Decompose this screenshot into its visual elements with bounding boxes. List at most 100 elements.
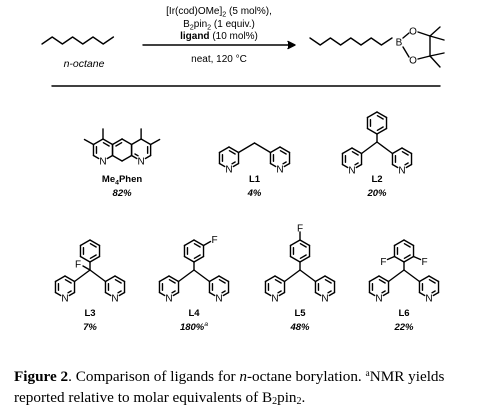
- ring-bond: [274, 275, 286, 283]
- ring-double-bond: [114, 278, 122, 284]
- ring-bond: [428, 275, 440, 283]
- ring-bond: [314, 275, 326, 283]
- fluorine-atom: F: [380, 257, 386, 268]
- ring-bond: [121, 154, 133, 162]
- ring-double-bond: [89, 254, 97, 260]
- ring-bond: [193, 239, 205, 247]
- ring-bond: [376, 127, 388, 135]
- ring-bond: [328, 291, 336, 297]
- nitrogen-atom: N: [271, 294, 278, 305]
- ring-double-bond: [221, 290, 226, 294]
- ring-bond: [418, 291, 426, 297]
- bond: [177, 269, 195, 283]
- c-f-bond: [412, 255, 422, 261]
- ring-bond: [218, 275, 230, 283]
- ring-bond: [391, 147, 403, 155]
- methyl-bond: [429, 26, 441, 37]
- ring-bond: [366, 127, 378, 135]
- l5-phenyl: [289, 239, 311, 263]
- ring-bond: [283, 162, 291, 168]
- reagent-line-3: ligand (10 mol%): [180, 31, 258, 42]
- nitrogen-atom: N: [398, 166, 405, 177]
- ligand-name-l5: L5: [294, 308, 306, 319]
- ligand-name-l4: L4: [188, 308, 200, 319]
- ring-bond: [432, 291, 440, 297]
- ligand-name-l2: L2: [371, 174, 382, 185]
- caption-label: Figure 2: [14, 368, 69, 385]
- bond: [387, 269, 405, 283]
- ring-double-bond: [299, 254, 307, 260]
- l3-phenyl: [79, 239, 101, 263]
- ring-double-bond: [274, 278, 282, 284]
- methyl-bond: [429, 55, 441, 68]
- ring-double-bond: [376, 114, 384, 120]
- ring-bond: [89, 239, 101, 247]
- ring-double-bond: [67, 290, 72, 294]
- ring-bond: [403, 239, 415, 247]
- ring-double-bond: [351, 150, 359, 156]
- ring-bond: [232, 162, 240, 168]
- ring-bond: [193, 255, 205, 263]
- nitrogen-atom: N: [111, 294, 118, 305]
- ring-bond: [366, 111, 378, 119]
- ring-bond: [228, 146, 240, 154]
- ring-bond: [289, 255, 301, 263]
- figure-caption: Figure 2. Comparison of ligands for n-oc…: [14, 368, 445, 407]
- bond: [237, 142, 256, 154]
- ring-double-bond: [299, 242, 307, 248]
- substrate-label: n-octane: [64, 58, 105, 70]
- ring-bond: [391, 163, 399, 169]
- fluorine-atom: F: [211, 235, 217, 246]
- l1-right-pyridine: [269, 146, 291, 168]
- ring-double-bond: [381, 290, 386, 294]
- ring-bond: [140, 138, 152, 146]
- ring-bond: [130, 154, 138, 160]
- ring-bond: [111, 138, 123, 146]
- ring-double-bond: [279, 149, 287, 155]
- l4-left-pyridine: [158, 275, 180, 297]
- ring-double-bond: [102, 141, 110, 147]
- ring-bond: [111, 154, 123, 162]
- ring-bond: [264, 275, 276, 283]
- ring-double-bond: [193, 254, 201, 260]
- l6-right-pyridine: [418, 275, 440, 297]
- ring-double-bond: [401, 150, 409, 156]
- ring-double-bond: [117, 290, 122, 294]
- oxygen-atom-top: O: [409, 27, 417, 38]
- ring-bond: [121, 138, 133, 146]
- ring-bond: [92, 138, 104, 146]
- ring-bond: [68, 291, 76, 297]
- reagent-line-1: [Ir(cod)OMe]2 (5 mol%),: [166, 6, 272, 19]
- ring-double-bond: [218, 278, 226, 284]
- c-f-bond: [82, 265, 91, 271]
- methyl-bond: [429, 35, 445, 41]
- ring-bond: [130, 138, 142, 146]
- ring-bond: [183, 255, 195, 263]
- ring-double-bond: [354, 162, 359, 166]
- l3-right-pyridine: [104, 275, 126, 297]
- ring-double-bond: [428, 278, 436, 284]
- ring-bond: [378, 275, 390, 283]
- ring-double-bond: [403, 254, 411, 260]
- ring-bond: [368, 291, 376, 297]
- l5-left-pyridine: [264, 275, 286, 297]
- ring-bond: [114, 275, 126, 283]
- ring-bond: [351, 147, 363, 155]
- ring-double-bond: [404, 162, 409, 166]
- nitrogen-atom: N: [61, 294, 68, 305]
- ring-bond: [418, 275, 430, 283]
- ring-bond: [208, 275, 220, 283]
- phen-middle-ring: [111, 138, 133, 162]
- l1-left-pyridine: [218, 146, 240, 168]
- phen-right-ring: [130, 138, 152, 160]
- l2-right-pyridine: [391, 147, 413, 169]
- ring-bond: [102, 138, 114, 146]
- ring-bond: [401, 147, 413, 155]
- ring-double-bond: [282, 161, 287, 165]
- ligand-yield-l3: 7%: [83, 322, 97, 333]
- ring-bond: [299, 239, 311, 247]
- ring-bond: [341, 163, 349, 169]
- b-o-bond: [402, 46, 410, 58]
- l6-phenyl: [393, 239, 415, 263]
- methyl-bond: [149, 138, 161, 146]
